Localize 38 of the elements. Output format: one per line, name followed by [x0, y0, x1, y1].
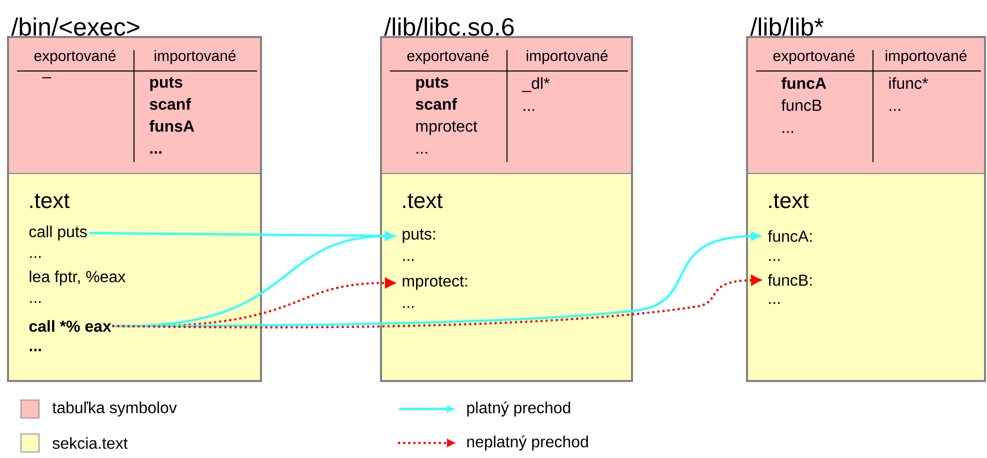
- arrow: [113, 232, 760, 328]
- node-label: /lib/libc.so.6: [384, 17, 514, 36]
- symbol-list: _dl* ...: [522, 77, 550, 111]
- code-line: ...: [403, 259, 414, 261]
- code-line: puts:: [402, 229, 435, 243]
- code-line: mprotect:: [402, 276, 467, 290]
- node-label: /lib/lib*: [750, 17, 824, 36]
- section-heading: .text: [30, 194, 70, 208]
- column-header: exportované: [773, 50, 855, 64]
- code-line: ...: [30, 348, 41, 352]
- legend-label: tabuľka symbolov: [52, 402, 177, 416]
- code-line: ...: [769, 302, 780, 304]
- column-header: importované: [154, 50, 236, 64]
- node-label: /bin/<exec>: [11, 17, 140, 36]
- column-header: importované: [886, 50, 967, 64]
- section-heading: .text: [403, 194, 443, 208]
- symbol-list: ifunc* ...: [889, 77, 928, 111]
- code-line: funcA:: [768, 230, 812, 242]
- column-header: exportované: [407, 50, 489, 64]
- symbol-list: funcA funcB ...: [781, 77, 826, 133]
- symbol-list: puts scanf funsA ...: [149, 77, 194, 154]
- column-header: exportované: [34, 50, 116, 64]
- legend-label: sekcia.text: [52, 437, 128, 449]
- code-line: lea fptr, %eax: [30, 270, 126, 286]
- code-line: ...: [769, 259, 780, 261]
- code-line: ...: [403, 306, 414, 308]
- code-line: ...: [30, 301, 41, 303]
- arrow: [112, 274, 763, 329]
- symbol-list: –: [42, 77, 52, 78]
- code-line: call puts: [29, 226, 87, 240]
- column-header: importované: [526, 50, 608, 64]
- code-line: call *% eax: [29, 320, 112, 332]
- legend-label: platný prechod: [467, 401, 570, 417]
- section-heading: .text: [769, 194, 809, 208]
- code-line: ...: [30, 256, 41, 258]
- code-line: funcB:: [768, 274, 812, 286]
- legend-label: neplatný prechod: [467, 435, 588, 451]
- symbol-list: puts scanf mprotect ...: [416, 77, 478, 154]
